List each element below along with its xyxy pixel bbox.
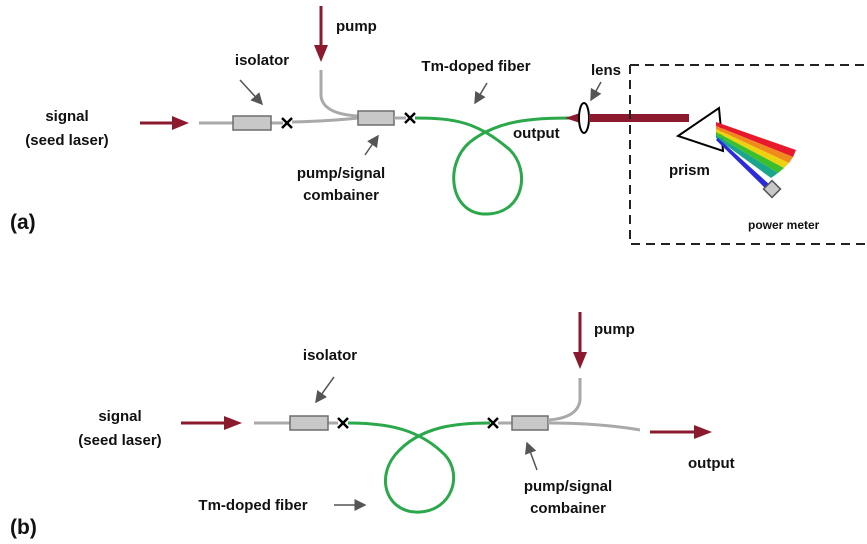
pump-label-a: pump <box>336 18 377 35</box>
power-meter-a <box>762 179 782 199</box>
seed-laser-label-a: (seed laser) <box>25 132 108 149</box>
fiber-to-combiner-a <box>291 116 359 124</box>
pump-arrow-a <box>314 6 328 62</box>
combiner-label-a1: pump/signal <box>297 165 385 182</box>
output-beam-tip-a <box>565 113 580 123</box>
signal-label-b: signal <box>98 408 141 425</box>
output-label-b: output <box>688 455 735 472</box>
combiner-a <box>357 110 395 126</box>
tm-fiber-pointer-a <box>474 82 488 105</box>
combiner-label-a2: combainer <box>303 187 379 204</box>
splice-mark-a1 <box>281 117 293 129</box>
splice-mark-b1 <box>337 417 349 429</box>
combiner-pointer-b <box>525 441 538 471</box>
isolator-a <box>232 115 272 131</box>
lens-a <box>578 102 590 134</box>
signal-label-a: signal <box>45 108 88 125</box>
pump-label-b: pump <box>594 321 635 338</box>
signal-arrow-a <box>140 116 189 130</box>
combiner-label-b2: combainer <box>530 500 606 517</box>
panel-label-b: (b) <box>10 516 37 539</box>
isolator-label-a: isolator <box>235 52 289 69</box>
combiner-pointer-a <box>364 134 379 156</box>
isolator-label-b: isolator <box>303 347 357 364</box>
combiner-label-b1: pump/signal <box>524 478 612 495</box>
seed-laser-label-b: (seed laser) <box>78 432 161 449</box>
pump-arrow-b <box>573 312 587 369</box>
lens-pointer-a <box>590 81 602 102</box>
measurement-box-a <box>629 64 867 245</box>
tm-fiber-loop-b <box>347 421 491 514</box>
isolator-pointer-b <box>315 376 335 404</box>
panel-b: signal (seed laser) isolator Tm-doped fi… <box>10 312 735 539</box>
prism-label-a: prism <box>669 162 710 179</box>
output-label-a: output <box>513 125 560 142</box>
panel-a: signal (seed laser) isolator pump <box>10 6 867 245</box>
pump-fiber-a <box>319 70 359 118</box>
lens-label-a: lens <box>591 62 621 79</box>
isolator-pointer-a <box>239 79 264 106</box>
splice-mark-a2 <box>404 112 416 124</box>
tm-fiber-label-a: Tm-doped fiber <box>421 58 530 75</box>
isolator-b <box>289 415 329 431</box>
tm-fiber-label-b: Tm-doped fiber <box>198 497 307 514</box>
power-meter-label-a: power meter <box>748 218 820 232</box>
output-arrow-b <box>650 425 712 439</box>
signal-arrow-b <box>181 416 242 430</box>
tm-fiber-loop-a <box>414 116 579 216</box>
output-fiber-b <box>547 421 641 432</box>
dispersed-spectrum-a <box>716 122 796 189</box>
pump-fiber-b <box>547 378 582 422</box>
panel-label-a: (a) <box>10 211 36 234</box>
collimated-beam-a <box>589 114 689 122</box>
combiner-b <box>511 415 549 431</box>
splice-mark-b2 <box>487 417 499 429</box>
